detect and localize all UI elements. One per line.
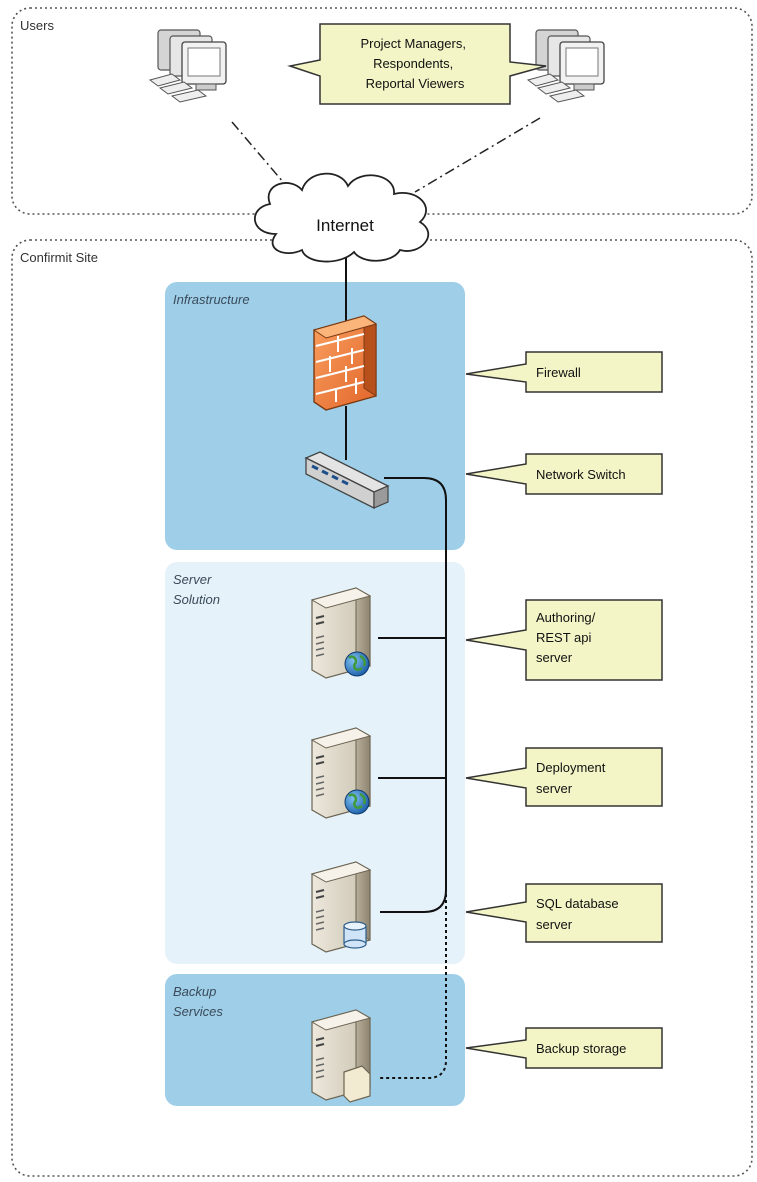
users-callout-text: Project Managers, Respondents, Reportal …: [360, 36, 469, 91]
site-zone-label: Confirmit Site: [20, 250, 98, 265]
users-callout-line2: Respondents,: [373, 56, 453, 71]
authoring-server-callout-line1: Authoring/: [536, 610, 596, 625]
globe-icon: [344, 651, 370, 677]
users-zone-label: Users: [20, 18, 54, 33]
network-switch-callout-line: Network Switch: [536, 467, 626, 482]
server-solution-label-line1: Server: [173, 572, 212, 587]
cloud-icon: [253, 172, 430, 263]
storage-icon: [343, 1065, 371, 1103]
firewall-callout: Firewall: [465, 351, 663, 393]
backup-storage-callout-line: Backup storage: [536, 1041, 626, 1056]
server-solution-label: Server Solution: [173, 572, 220, 607]
switch-backbone-link: [380, 477, 447, 913]
infrastructure-label: Infrastructure: [173, 292, 250, 307]
deployment-server-callout-line2: server: [536, 781, 573, 796]
internet-label: Internet: [316, 216, 374, 235]
authoring-server-callout-line2: REST api: [536, 630, 592, 645]
firewall-callout-line: Firewall: [536, 365, 581, 380]
user-link-right: [414, 117, 541, 193]
sql-server-callout-line2: server: [536, 917, 573, 932]
backup-services-label: Backup Services: [173, 984, 223, 1019]
database-icon: [343, 921, 367, 949]
sql-server-callout-line1: SQL database: [536, 896, 619, 911]
workstation-icon: [149, 29, 227, 103]
authoring-server-callout-line3: server: [536, 650, 573, 665]
network-switch-icon: [304, 451, 390, 510]
users-callout: [287, 23, 547, 105]
sql-server-callout-text: SQL database server: [536, 896, 622, 932]
authoring-server-callout: Authoring/ REST api server: [465, 599, 663, 681]
users-callout-line1: Project Managers,: [360, 36, 466, 51]
backup-link: [378, 876, 447, 1079]
network-switch-callout-text: Network Switch: [536, 467, 626, 482]
users-callout-line3: Reportal Viewers: [366, 76, 465, 91]
backup-storage-callout: Backup storage: [465, 1027, 663, 1069]
users-zone: [11, 7, 753, 215]
server-solution-label-line2: Solution: [173, 592, 220, 607]
globe-icon: [344, 789, 370, 815]
deployment-server-callout: Deployment server: [465, 747, 663, 807]
firewall-icon: [312, 315, 378, 411]
backup-services-label-line1: Backup: [173, 984, 216, 999]
authoring-server-callout-text: Authoring/ REST api server: [536, 610, 599, 665]
backup-storage-callout-text: Backup storage: [536, 1041, 626, 1056]
infrastructure-label-line: Infrastructure: [173, 292, 250, 307]
sql-server-callout: SQL database server: [465, 883, 663, 943]
deployment-server-callout-text: Deployment server: [536, 760, 609, 796]
backup-services-label-line2: Services: [173, 1004, 223, 1019]
firewall-callout-text: Firewall: [536, 365, 581, 380]
infrastructure-panel: [165, 282, 465, 550]
network-switch-callout: Network Switch: [465, 453, 663, 495]
deployment-server-callout-line1: Deployment: [536, 760, 606, 775]
